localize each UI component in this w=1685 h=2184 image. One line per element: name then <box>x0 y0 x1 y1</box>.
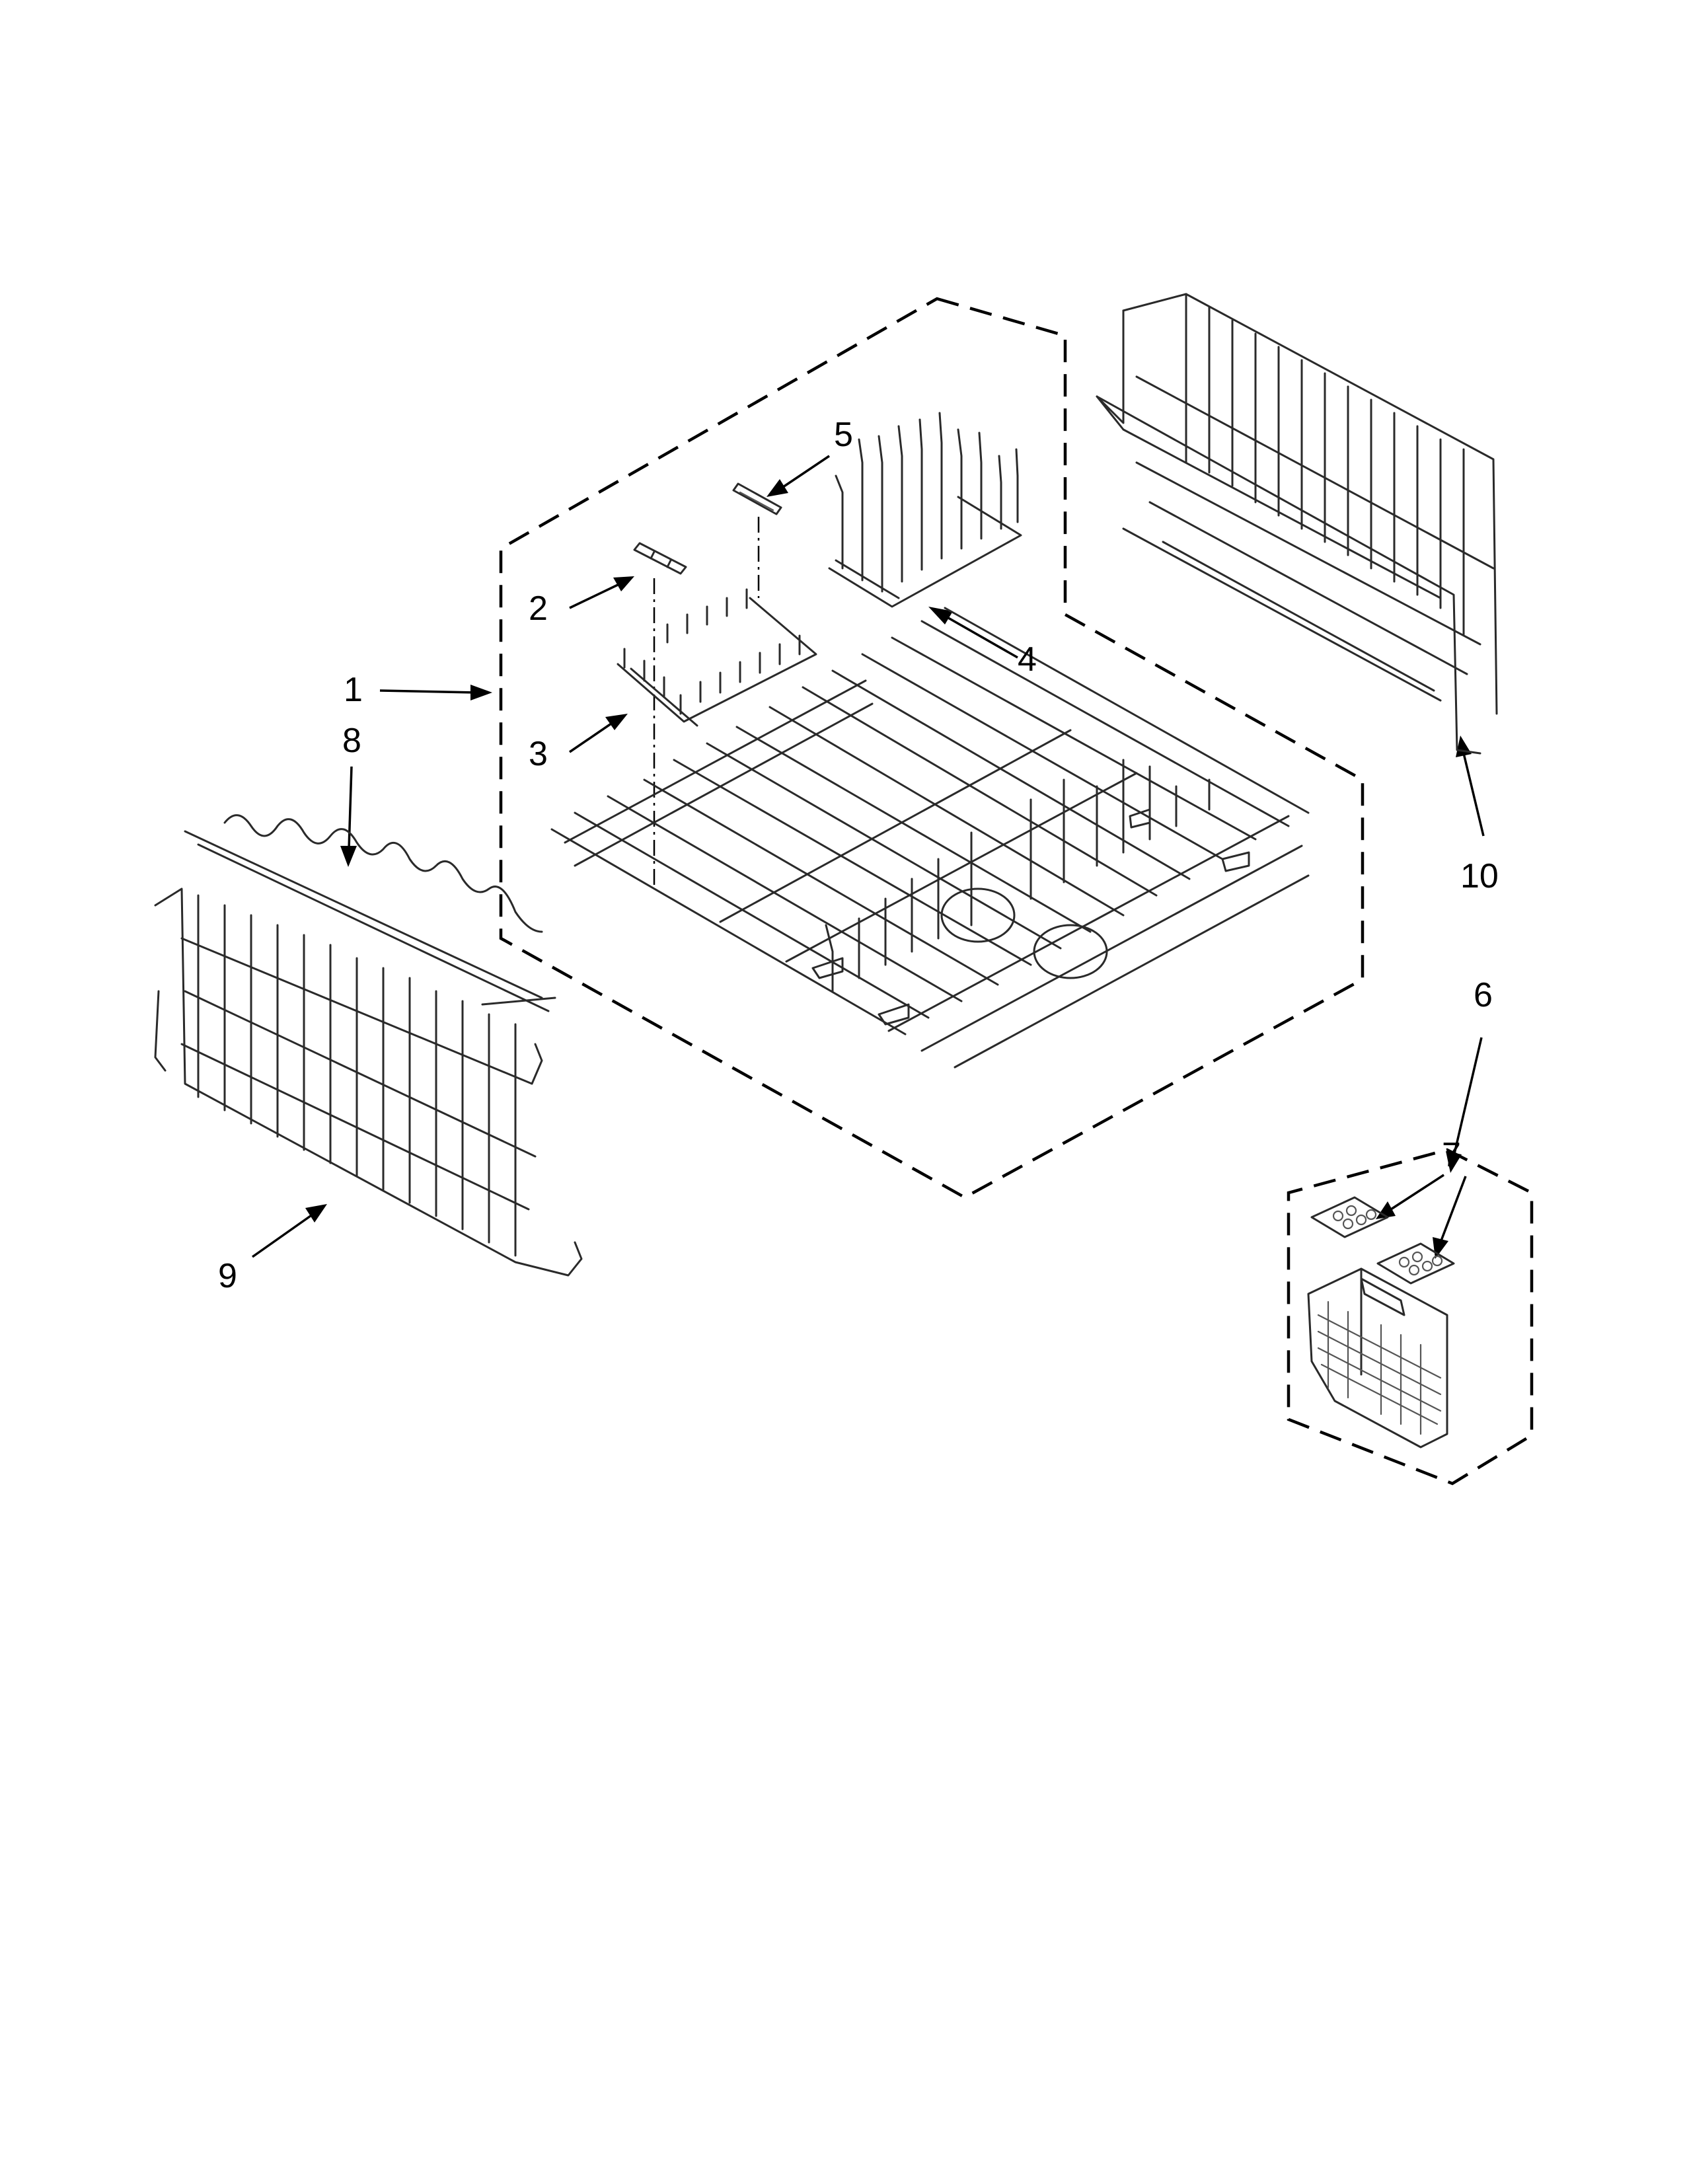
arrowhead-4 <box>928 607 953 624</box>
arrowhead-5 <box>767 479 788 497</box>
tine-rack-part-4 <box>828 412 1022 608</box>
silverware-basket <box>1307 1267 1448 1449</box>
callout-8: 8 <box>342 722 361 760</box>
arrowhead-9 <box>305 1204 327 1223</box>
leader-9 <box>251 1215 312 1258</box>
callout-1: 1 <box>344 671 363 709</box>
arrowhead-10 <box>1456 735 1472 757</box>
arrowhead-2 <box>613 576 634 591</box>
basket-covers-part-7 <box>1310 1196 1455 1285</box>
assembly-boundary-basket <box>1287 1148 1534 1486</box>
arrowhead-8 <box>340 846 357 867</box>
tine-rack-part-3 <box>617 588 817 727</box>
callout-10: 10 <box>1460 857 1499 895</box>
arrowhead-1 <box>470 685 492 700</box>
arrowhead-7a <box>1376 1201 1396 1219</box>
leader-2 <box>569 584 618 609</box>
leader-6 <box>1452 1037 1483 1157</box>
clip-part-5 <box>732 482 782 515</box>
leader-1 <box>379 689 476 694</box>
leader-7b <box>1439 1176 1467 1243</box>
wire-rack-part-9 <box>154 887 583 1277</box>
callout-7: 7 <box>1442 1136 1461 1174</box>
wire-rack-part-8 <box>184 814 556 1012</box>
alignment-lines <box>653 517 760 885</box>
leader-7a <box>1390 1174 1444 1211</box>
arrowhead-3 <box>605 714 628 730</box>
leader-lines <box>251 455 1485 1259</box>
leader-4 <box>948 617 1018 659</box>
leader-3 <box>569 722 612 753</box>
assembly-boundary-main <box>499 297 1365 1199</box>
callout-9: 9 <box>218 1257 237 1295</box>
callout-2: 2 <box>529 589 548 628</box>
upper-rack-part-1 <box>550 607 1310 1069</box>
callout-5: 5 <box>834 416 853 454</box>
side-rack-part-10 <box>1096 293 1498 755</box>
callout-6: 6 <box>1474 976 1493 1014</box>
leader-5 <box>782 455 830 488</box>
callout-4: 4 <box>1018 640 1037 679</box>
arrowhead-6 <box>1446 1151 1462 1173</box>
leader-8 <box>348 766 353 850</box>
clip-part-2 <box>633 542 687 575</box>
leader-10 <box>1462 753 1485 837</box>
callout-3: 3 <box>529 735 548 773</box>
